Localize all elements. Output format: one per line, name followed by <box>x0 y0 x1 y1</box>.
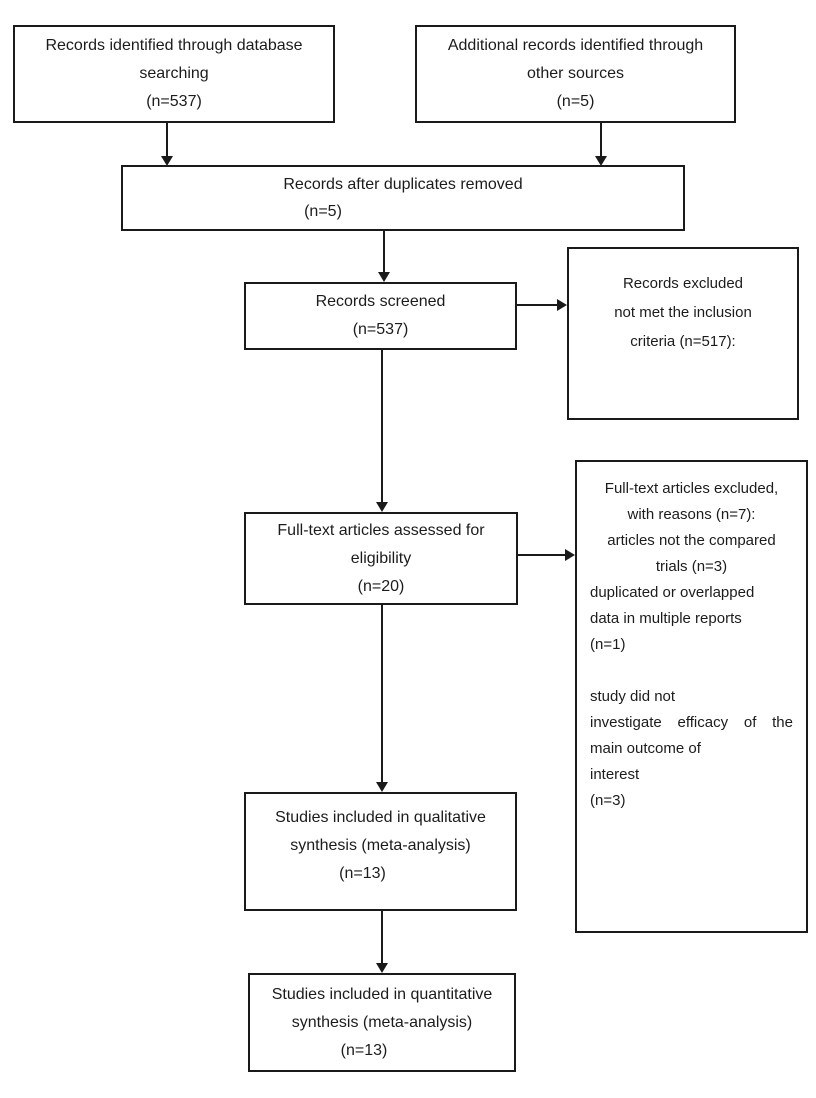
box-text-line: data in multiple reports <box>590 610 742 627</box>
arrow-qualitative-to-quantitative-head <box>376 963 388 973</box>
box-text-line: searching <box>139 65 209 82</box>
box-fulltext-assessed: Full-text articles assessed for eligibil… <box>244 512 518 605</box>
box-count-line: (n=13) <box>340 1041 388 1059</box>
arrow-fulltext-to-excluded-line <box>518 554 567 556</box>
arrow-screened-to-excluded-line <box>517 304 559 306</box>
box-text-line: articles not the compared <box>607 532 776 549</box>
box-text-line: synthesis (meta-analysis) <box>291 1013 473 1031</box>
arrow-screened-to-fulltext-line <box>381 350 383 503</box>
box-text-line: duplicated or overlapped <box>590 584 755 601</box>
arrow-database-to-duplicates-line <box>166 123 168 156</box>
box-qualitative-synthesis: Studies included in qualitative synthesi… <box>244 792 517 911</box>
box-count-line: trials (n=3) <box>655 558 728 575</box>
box-records-after-duplicates-removed: Records after duplicates removed (n=5) <box>121 165 685 231</box>
arrow-duplicates-to-screened-head <box>378 272 390 282</box>
box-fulltext-excluded: Full-text articles excluded, with reason… <box>575 460 808 933</box>
box-count-line: (n=5) <box>304 203 342 220</box>
box-count-line: (n=5) <box>556 93 595 110</box>
arrow-fulltext-to-qualitative-line <box>381 605 383 783</box>
box-blank-line <box>590 658 793 684</box>
box-count-line: (n=537) <box>146 93 202 110</box>
box-count-line: (n=20) <box>357 577 405 595</box>
box-count-line: (n=13) <box>339 865 386 882</box>
box-text-line: Full-text articles assessed for <box>277 521 485 539</box>
arrow-other-to-duplicates-head <box>595 156 607 166</box>
box-text-line: eligibility <box>350 549 412 567</box>
arrow-fulltext-to-qualitative-head <box>376 782 388 792</box>
box-text-line: Records after duplicates removed <box>283 176 523 193</box>
box-text-line: synthesis (meta-analysis) <box>290 837 471 854</box>
arrow-qualitative-to-quantitative-line <box>381 911 383 964</box>
box-text-line: not met the inclusion <box>614 304 752 321</box>
box-text-line: other sources <box>527 65 624 82</box>
box-records-identified-other-sources: Additional records identified through ot… <box>415 25 736 123</box>
box-records-screened: Records screened (n=537) <box>244 282 517 350</box>
box-text-line: Studies included in qualitative <box>275 809 486 826</box>
box-text-line: Records screened <box>315 293 446 310</box>
box-text-line: interest <box>590 766 640 783</box>
box-text-line: investigate efficacy of the <box>590 714 793 731</box>
box-quantitative-synthesis: Studies included in quantitative synthes… <box>248 973 516 1072</box>
box-text-line: study did not <box>590 688 676 705</box>
box-records-excluded: Records excluded not met the inclusion c… <box>567 247 799 420</box>
box-text-line: Full-text articles excluded, <box>604 480 779 497</box>
box-text-line: Records excluded <box>622 275 744 292</box>
box-text-line: Additional records identified through <box>447 37 704 54</box>
arrow-database-to-duplicates-head <box>161 156 173 166</box>
box-count-line: (n=537) <box>352 321 409 338</box>
arrow-other-to-duplicates-line <box>600 123 602 156</box>
box-count-line: (n=3) <box>590 792 626 809</box>
arrow-duplicates-to-screened-line <box>383 231 385 273</box>
box-text-line: main outcome of <box>590 740 701 757</box>
box-count-line: criteria (n=517): <box>630 333 736 350</box>
box-text-line: Studies included in quantitative <box>271 985 493 1003</box>
box-records-identified-database: Records identified through database sear… <box>13 25 335 123</box>
box-text-line: with reasons (n=7): <box>627 506 756 523</box>
box-text-line: Records identified through database <box>45 37 303 54</box>
arrow-screened-to-excluded-head <box>557 299 567 311</box>
box-count-line: (n=1) <box>590 636 626 653</box>
arrow-fulltext-to-excluded-head <box>565 549 575 561</box>
arrow-screened-to-fulltext-head <box>376 502 388 512</box>
